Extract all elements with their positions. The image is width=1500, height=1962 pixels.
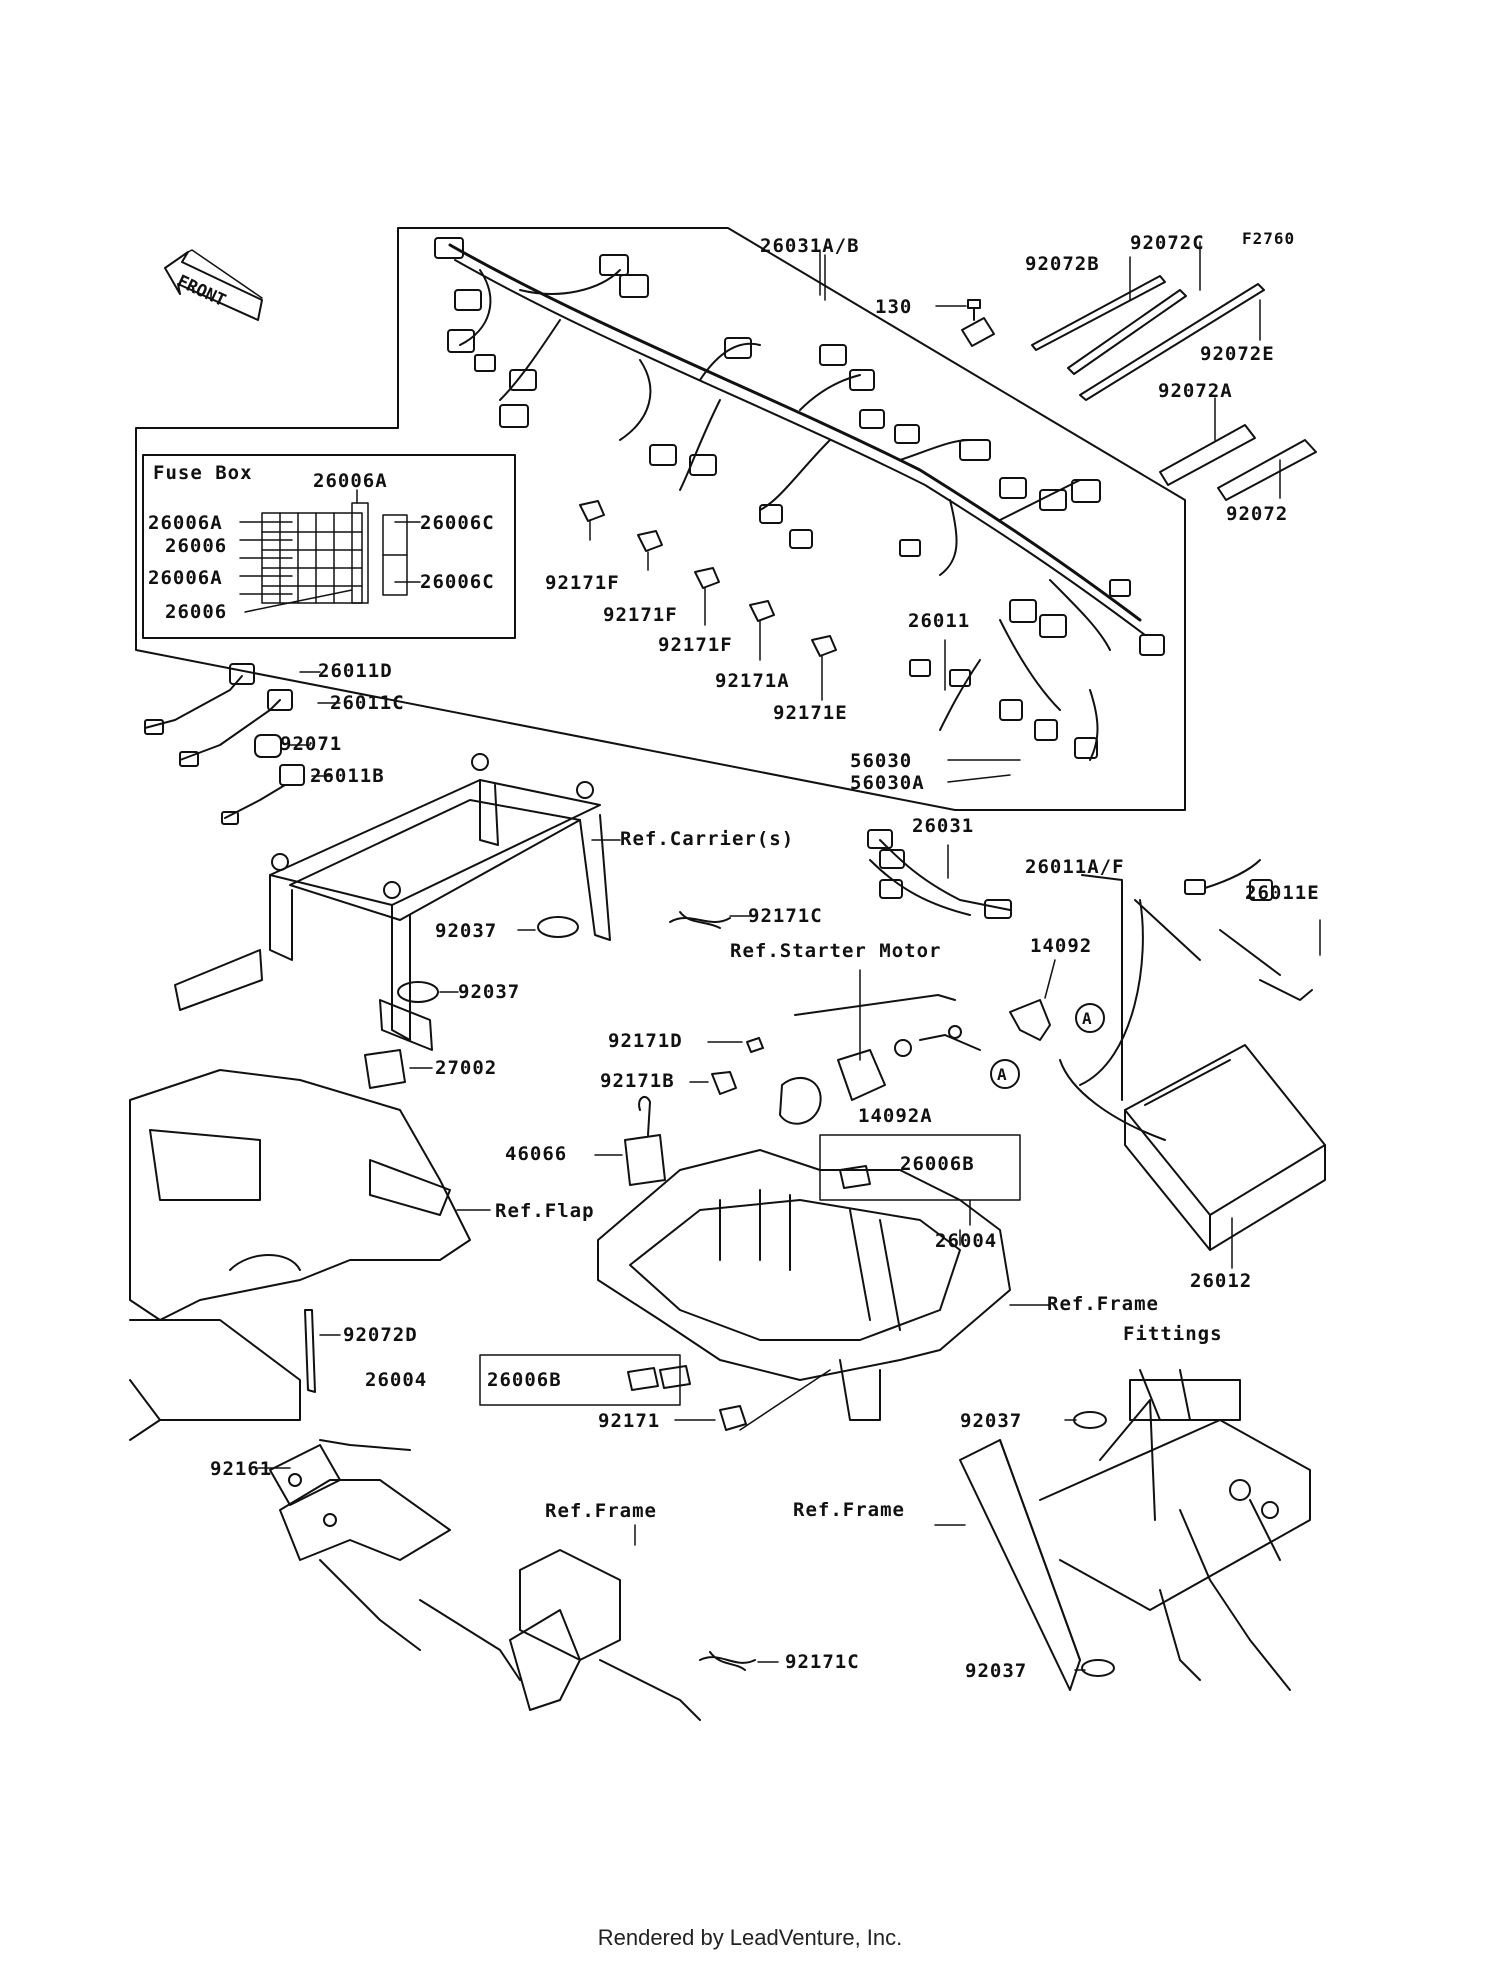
fuse-box-title: Fuse Box <box>153 462 253 484</box>
part-92037-a: 92037 <box>435 920 498 942</box>
part-26004-bottom: 26004 <box>365 1369 428 1391</box>
fuse-label-26006a-top: 26006A <box>313 470 388 492</box>
callout-a-2 <box>990 1059 1020 1089</box>
fuse-26006b-top <box>839 1165 871 1189</box>
part-56030: 56030 <box>850 750 913 772</box>
part-92171f-3: 92171F <box>658 634 733 656</box>
frame-fittings <box>959 1369 1311 1691</box>
fuse-grid <box>239 489 421 613</box>
fuse-label-26006-1: 26006 <box>165 535 228 557</box>
part-92171d: 92171D <box>608 1030 683 1052</box>
harness-26031 <box>867 829 1012 919</box>
tie-92072d <box>304 1309 316 1393</box>
clip-92171c-bottom <box>699 1651 756 1671</box>
part-92171c-bottom: 92171C <box>785 1651 860 1673</box>
part-92071: 92071 <box>280 733 343 755</box>
ref-starter-motor: Ref.Starter Motor <box>730 940 942 962</box>
ref-frame-fittings: Ref.Frame <box>1047 1293 1159 1315</box>
flap-body <box>129 1069 471 1441</box>
main-harness <box>448 243 1142 622</box>
battery-cables <box>1059 859 1321 1141</box>
fuse-label-26006c-2: 26006C <box>420 571 495 593</box>
part-92171e: 92171E <box>773 702 848 724</box>
part-92072e: 92072E <box>1200 343 1275 365</box>
part-26011af: 26011A/F <box>1025 856 1125 878</box>
ref-frame-left: Ref.Frame <box>545 1500 657 1522</box>
part-92072b: 92072B <box>1025 253 1100 275</box>
leader-lines <box>287 254 1051 1546</box>
ref-carrier: Ref.Carrier(s) <box>620 828 795 850</box>
part-92161: 92161 <box>210 1458 273 1480</box>
ref-flap: Ref.Flap <box>495 1200 595 1222</box>
ref-frame-right: Ref.Frame <box>793 1499 905 1521</box>
part-92171: 92171 <box>598 1410 661 1432</box>
callout-a-1 <box>1075 1003 1105 1033</box>
relay-46066 <box>624 1095 666 1186</box>
clamp-92037-a <box>537 916 579 938</box>
frame-92161 <box>269 1439 701 1721</box>
harness-connectors <box>434 237 1165 759</box>
front-arrow-icon: FRONT <box>164 249 263 321</box>
part-26011b: 26011B <box>310 765 385 787</box>
harness-panel-outline <box>135 227 1186 811</box>
part-46066: 46066 <box>505 1143 568 1165</box>
callout-a-label-1: A <box>1082 1009 1093 1028</box>
part-26031ab: 26031A/B <box>760 235 860 257</box>
clip-92171d <box>746 1037 764 1053</box>
battery-26012 <box>1124 1044 1326 1251</box>
bolt-130 <box>967 299 981 321</box>
svg-text:FRONT: FRONT <box>174 271 229 311</box>
part-56030a: 56030A <box>850 772 925 794</box>
part-92171f-2: 92171F <box>603 604 678 626</box>
part-27002: 27002 <box>435 1057 498 1079</box>
part-14092: 14092 <box>1030 935 1093 957</box>
label-box-26006b <box>819 1134 1021 1201</box>
part-92072a: 92072A <box>1158 380 1233 402</box>
fuse-label-26006c-1: 26006C <box>420 512 495 534</box>
figure-code: F2760 <box>1242 229 1296 248</box>
part-92171b: 92171B <box>600 1070 675 1092</box>
clips <box>579 500 837 657</box>
part-27002 <box>364 1049 406 1089</box>
part-26004-top: 26004 <box>935 1230 998 1252</box>
part-92037-b: 92037 <box>458 981 521 1003</box>
fuse-box-frame <box>142 454 516 639</box>
part-26011d: 26011D <box>318 660 393 682</box>
battery-tray <box>597 1149 1011 1421</box>
clip-92171b <box>711 1071 737 1095</box>
clamp-92037-b <box>397 981 439 1003</box>
part-92037-c: 92037 <box>960 1410 1023 1432</box>
part-26011c: 26011C <box>330 692 405 714</box>
part-26006b-bottom: 26006B <box>487 1369 562 1391</box>
callout-a-label-2: A <box>997 1065 1008 1084</box>
part-92072d: 92072D <box>343 1324 418 1346</box>
part-92072: 92072 <box>1226 503 1289 525</box>
bracket-14092 <box>1009 999 1051 1041</box>
carrier-frame <box>174 753 611 1051</box>
clip-92171c <box>669 911 731 929</box>
part-130: 130 <box>875 296 913 318</box>
sub-harnesses <box>144 663 305 825</box>
footer-credit: Rendered by LeadVenture, Inc. <box>597 1925 903 1950</box>
fuse-label-26006-2: 26006 <box>165 601 228 623</box>
fuse-label-26006a-2: 26006A <box>148 567 223 589</box>
part-26011: 26011 <box>908 610 971 632</box>
part-92171a: 92171A <box>715 670 790 692</box>
part-92072c: 92072C <box>1130 232 1205 254</box>
part-26031: 26031 <box>912 815 975 837</box>
part-26012: 26012 <box>1190 1270 1253 1292</box>
part-26011e: 26011E <box>1245 882 1320 904</box>
starter-relay <box>779 969 981 1125</box>
label-box-26004 <box>479 1354 681 1406</box>
part-92171c-mid: 92171C <box>748 905 823 927</box>
cable-ties <box>1031 241 1317 501</box>
ref-fittings-line2: Fittings <box>1123 1323 1223 1345</box>
part-26006b-top: 26006B <box>900 1153 975 1175</box>
part-92171f-1: 92171F <box>545 572 620 594</box>
part-14092a: 14092A <box>858 1105 933 1127</box>
part-92037-d: 92037 <box>965 1660 1028 1682</box>
fuse-label-26006a-1: 26006A <box>148 512 223 534</box>
clip-92171 <box>719 1405 747 1431</box>
